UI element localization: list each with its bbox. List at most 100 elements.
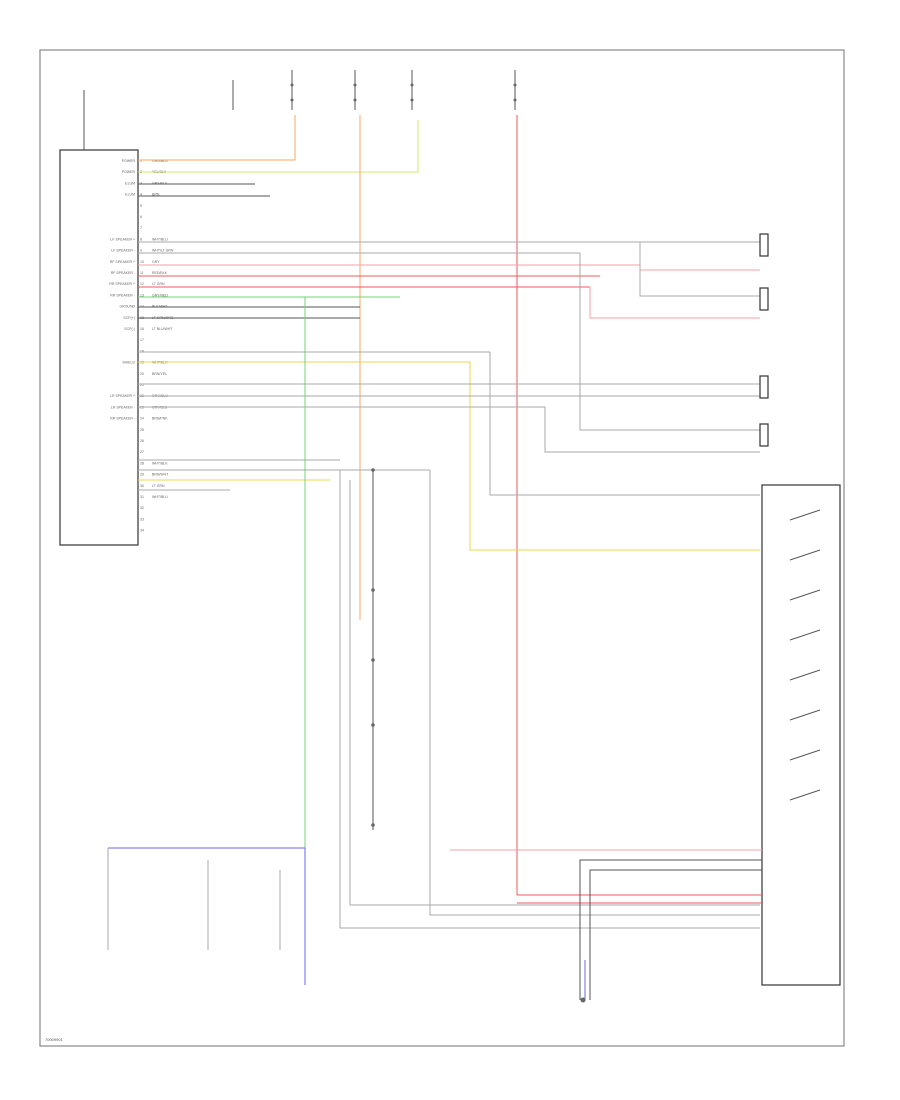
radio-pin-number: 18 [140,349,144,353]
radio-pin-number: 29 [140,473,144,477]
radio-pin-label: RF SPEAKER - [111,271,136,275]
audio-module-box [761,484,841,986]
radio-wire-color: WHT/BLU [152,495,168,499]
splice-dot-1 [371,468,375,472]
radio-pin-label: SCP(-) [124,327,135,331]
splice-dot-5 [371,823,375,827]
radio-wire-color: GRY/BLU [152,181,168,185]
radio-wire-color: GRY/RED [152,293,168,297]
radio-pin-label: SCP(+) [123,316,135,320]
radio-pin-label: GROUND [119,305,135,309]
radio-pin-number: 10 [140,260,144,264]
speaker-icons [759,233,769,447]
bottom-modules [107,848,281,950]
radio-pin-number: 19 [140,361,144,365]
switch-5 [789,669,821,681]
radio-wire-color: BRN/YEL [152,372,167,376]
radio-lower-wires [138,459,760,929]
fuse-group-top [83,70,517,150]
wire-rr-spk-neg [138,406,760,453]
radio-pin-label: POWER [122,170,136,174]
module-switches [789,509,821,801]
radio-wire-color: WHT/BLK [152,461,168,465]
wire-lower-long-2 [429,470,760,916]
radio-pin-label: ILLUM [125,193,135,197]
radio-pin-number: 8 [140,237,142,241]
switch-3 [789,589,821,601]
radio-pin-number: 28 [140,461,144,465]
radio-pin-label: LF SPEAKER - [111,249,136,253]
speaker-icon-rr [759,423,769,447]
radio-wire-color: LT BLU/WHT [152,327,173,331]
radio-pin-number: 32 [140,506,144,510]
diagram-frame [39,49,845,1047]
radio-wire-color: RED/BLK [152,271,168,275]
center-harness [371,468,375,830]
radio-pin-number: 3 [140,181,142,185]
radio-pin-number: 33 [140,517,144,521]
splice-dot-2 [371,588,375,592]
fuse-dot-3 [353,83,357,87]
fuse-dot-6 [410,98,414,102]
radio-wire-color: WHT/BLU [152,237,168,241]
radio-pin-number: 34 [140,529,144,533]
switch-1 [789,509,821,521]
radio-pin-number: 21 [140,383,144,387]
fuse-dot-7 [513,83,517,87]
wire-yellow-switch [138,361,760,551]
fuse-dot-4 [353,98,357,102]
wire-rf-spk-pos [138,264,760,271]
radio-pin-number: 4 [140,193,142,197]
radio-wire-color: GRY [152,260,160,264]
wire-orange-power [138,115,296,161]
switch-8 [789,789,821,801]
speaker-icon-rf [759,287,769,311]
radio-pin-label: RR SPEAKER - [110,417,136,421]
radio-pin-number: 9 [140,249,142,253]
radio-pin-number: 1 [140,159,142,163]
radio-wire-color: BRN [152,193,160,197]
radio-pin-number: 7 [140,226,142,230]
wire-lower-long-1 [339,470,760,929]
radio-pin-label: RF SPEAKER + [110,260,135,264]
radio-pin-label: LF SPEAKER + [110,237,135,241]
radio-pin-number: 31 [140,495,144,499]
switch-2 [789,549,821,561]
radio-wire-color: WHT/LT GRN [152,249,174,253]
wire-rr-gray [579,253,760,431]
ground-icon [580,997,586,1003]
wire-rf-spk-down [589,287,760,319]
wire-rf-gray [639,242,760,297]
figure-id: 70009901 [45,1037,64,1042]
wire-yellowgreen-power [138,120,419,173]
radio-pin-number: 17 [140,338,144,342]
radio-pin-number: 24 [140,417,144,421]
wire-lower-long-3 [349,480,760,906]
speaker-wires [138,241,760,551]
splice-dot-3 [371,658,375,662]
wire-gray-bus [489,352,760,496]
radio-wire-color: LT GRN [152,282,165,286]
fuse-dot-8 [513,98,517,102]
switch-7 [789,749,821,761]
radio-pin-number: 13 [140,293,144,297]
wire-black-ground-2 [589,869,762,1000]
radio-pin-label: SHIELD [122,361,135,365]
radio-pin-number: 27 [140,450,144,454]
fuse-dot-1 [290,83,294,87]
radio-pin-number: 11 [140,271,144,275]
radio-wire-color: BRN/WHT [152,473,169,477]
radio-pin-label: RR SPEAKER + [109,282,135,286]
radio-module-box [59,149,139,546]
switch-6 [789,709,821,721]
radio-pin-label: LR SPEAKER - [111,405,136,409]
radio-pin-label: RR SPEAKER - [110,293,136,297]
radio-wire-color: BRN/PNK [152,417,168,421]
radio-pin-label: ILLUM [125,181,135,185]
switch-4 [789,629,821,641]
fuse-dot-5 [410,83,414,87]
radio-wire-color: LT GRN [152,484,165,488]
module-power-wires [450,849,762,1000]
